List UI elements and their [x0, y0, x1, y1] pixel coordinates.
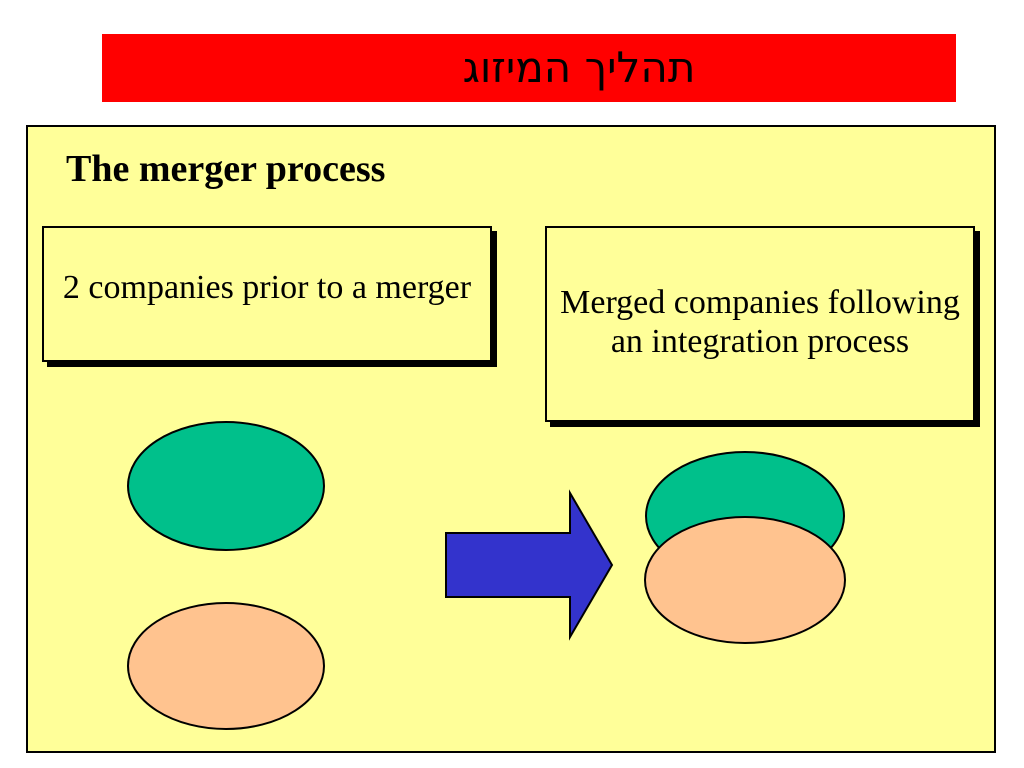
before-merger-label: 2 companies prior to a merger: [62, 269, 472, 307]
slide-title: תהליך המיזוג: [462, 43, 696, 92]
company-b-oval: [127, 602, 325, 730]
after-merger-label: Merged companies following an integratio…: [560, 283, 960, 360]
after-merger-box: Merged companies following an integratio…: [545, 226, 975, 422]
company-a-oval: [127, 421, 325, 551]
before-merger-box: 2 companies prior to a merger: [42, 226, 492, 362]
right-arrow-icon: [445, 489, 614, 641]
title-banner: תהליך המיזוג: [102, 34, 956, 102]
merged-company-b-oval: [644, 516, 846, 644]
panel-heading: The merger process: [66, 148, 386, 190]
